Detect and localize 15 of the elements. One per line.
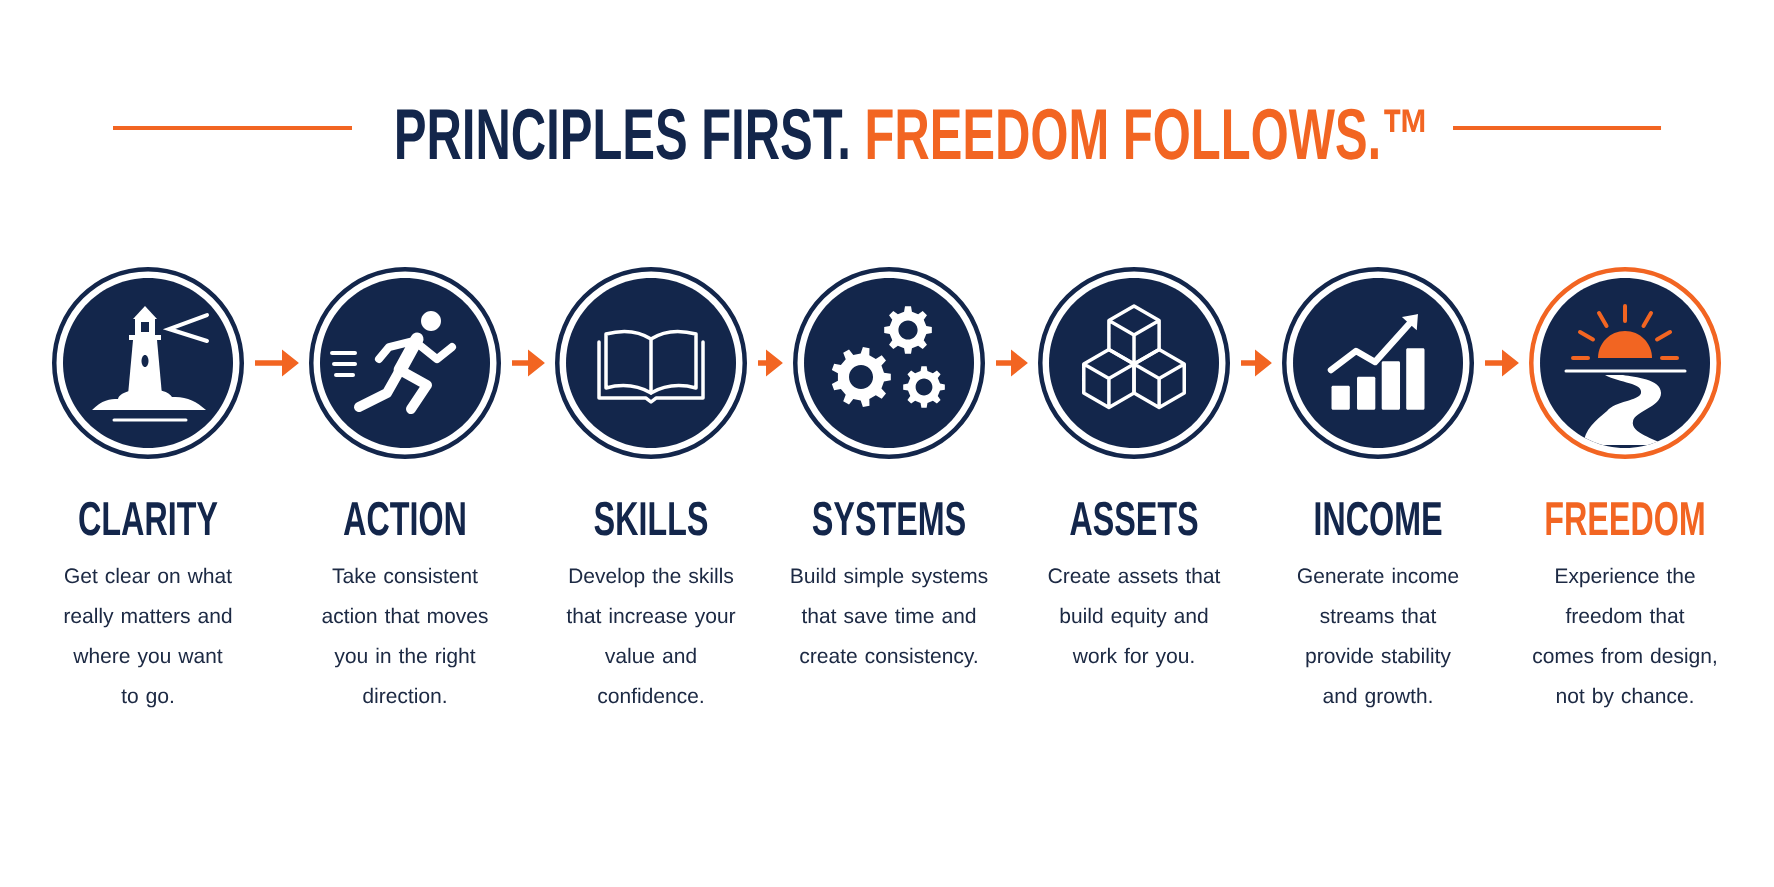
description: Create assets that build equity and work for you. [1048,567,1221,668]
heading: ASSETS [1070,501,1198,536]
description: Build simple systems that save time and create consistency. [791,567,988,668]
description: Take consistent action that moves you in the right direction. [322,567,488,704]
heading: SKILLS [594,501,708,536]
description: Get clear on what really matters and where you want to go. [64,567,232,708]
heading: CLARITY [79,501,218,536]
heading: INCOME [1315,501,1442,536]
heading: FREEDOM [1546,501,1704,536]
description: Develop the skills that increase your value and confidence. [566,567,736,704]
heading: ACTION [343,501,465,536]
description: Generate income streams that provide stability and growth. [1297,567,1459,708]
description: Experience the freedom that comes from design, not by chance. [1533,567,1716,708]
title: PRINCIPLES FIRST. FREEDOM FOLLOWS.™ [397,108,1425,160]
heading: SYSTEMS [812,501,965,536]
